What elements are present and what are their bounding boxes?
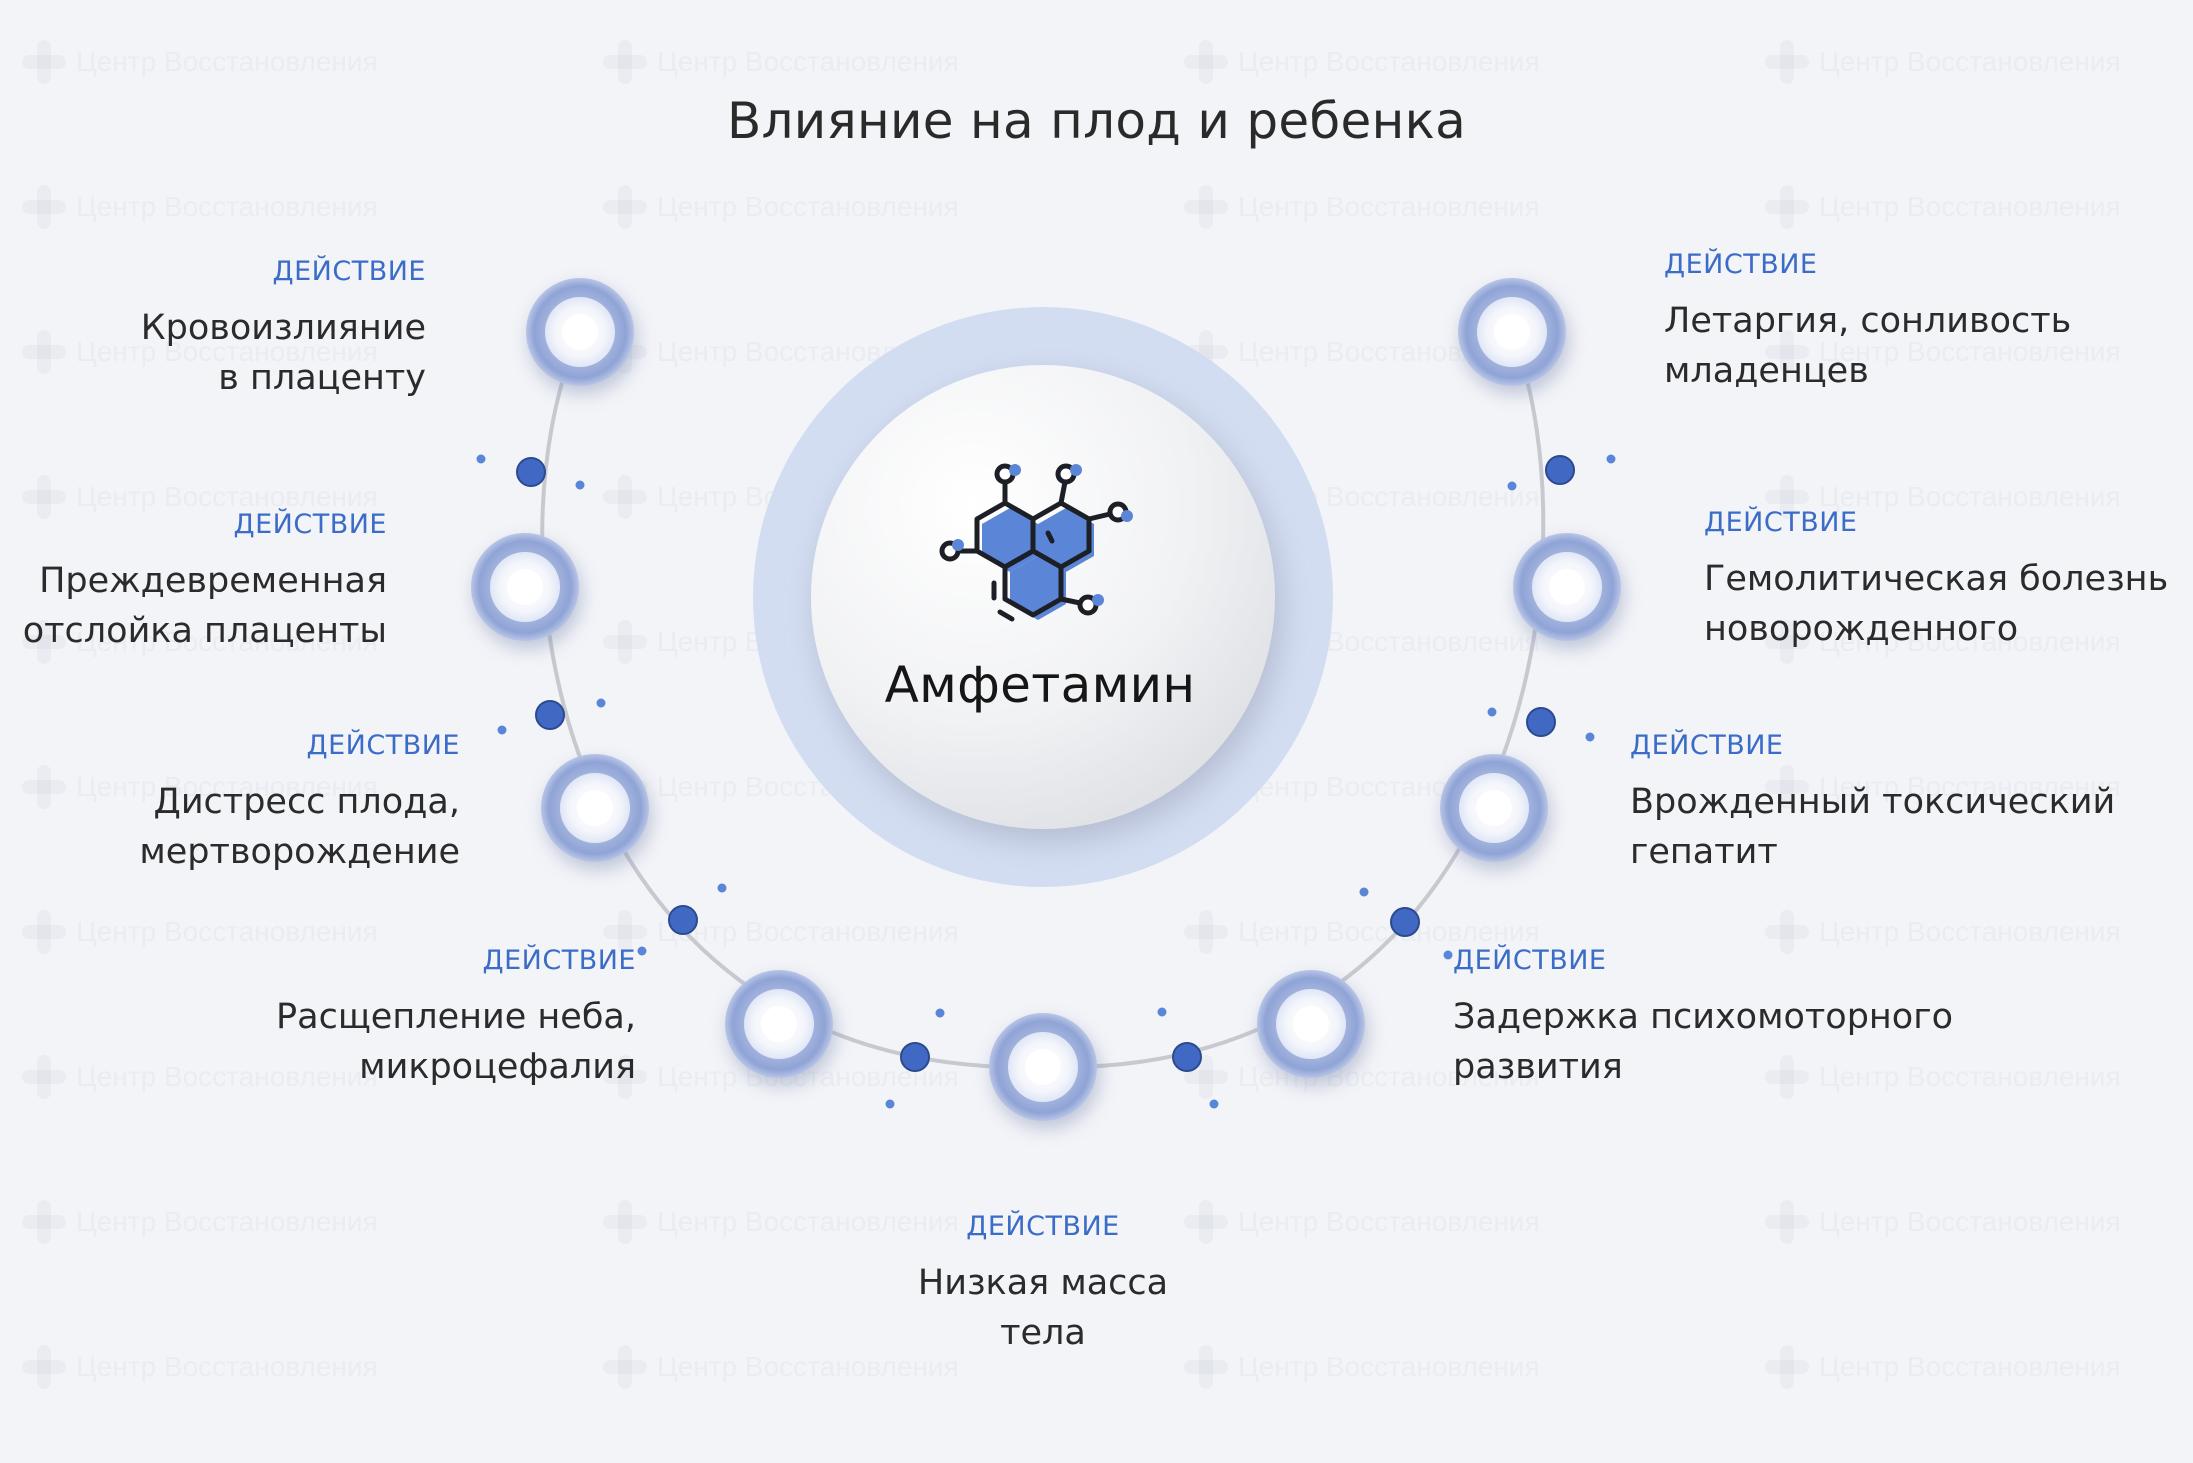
effect-text: Гемолитическая болезнь новорожденного: [1704, 559, 2169, 649]
effect-text: Задержка психомоторного развития: [1453, 997, 1954, 1087]
effect-tag: ДЕЙСТВИЕ: [966, 1211, 1120, 1242]
node-core: [1293, 1006, 1329, 1042]
decor-dot: [1209, 1099, 1219, 1109]
effect-node-lethargy: [1458, 278, 1566, 386]
effect-node-low-weight: [989, 1013, 1097, 1121]
effect-node-distress: [541, 754, 649, 862]
node-core: [507, 569, 543, 605]
effect-nodes: [471, 278, 1621, 1121]
arc-dot: [516, 457, 546, 487]
effect-text: Кровоизлияние в плаценту: [140, 308, 426, 398]
effect-tag: ДЕЙСТВИЕ: [482, 945, 636, 976]
effect-lethargy: ДЕЙСТВИЕ Летаргия, сонливость младенцев: [1664, 248, 2193, 396]
decor-dot: [497, 725, 507, 735]
decor-dot: [885, 1099, 895, 1109]
effect-text: Преждевременная отслойка плаценты: [22, 561, 387, 651]
effect-node-hepatitis: [1440, 754, 1548, 862]
node-core: [562, 314, 598, 350]
node-core: [1025, 1049, 1061, 1085]
effect-text: Дистресс плода, мертворождение: [139, 782, 460, 872]
node-core: [1476, 790, 1512, 826]
decor-dot: [1359, 887, 1369, 897]
effect-hepatitis: ДЕЙСТВИЕ Врожденный токсический гепатит: [1630, 729, 2193, 877]
arc-dot: [668, 905, 698, 935]
node-core: [1549, 569, 1585, 605]
effect-text: Низкая масса тела: [917, 1263, 1169, 1353]
node-core: [761, 1006, 797, 1042]
effect-text: Летаргия, сонливость младенцев: [1664, 301, 2072, 391]
node-core: [577, 790, 613, 826]
decor-dot: [1507, 481, 1517, 491]
effect-node-cleft: [725, 970, 833, 1078]
effect-cleft: ДЕЙСТВИЕ Расщепление неба, микроцефалия: [0, 944, 636, 1092]
decor-dot: [1585, 732, 1595, 742]
molecule-icon: [939, 463, 1133, 622]
center-label: Амфетамин: [884, 656, 1196, 714]
arc-dot: [1172, 1042, 1202, 1072]
effect-low-weight: ДЕЙСТВИЕ Низкая масса тела: [723, 1210, 1363, 1358]
effect-hemorrhage: ДЕЙСТВИЕ Кровоизлияние в плаценту: [0, 255, 426, 403]
effect-node-abruption: [471, 533, 579, 641]
decor-dot: [935, 1008, 945, 1018]
decor-dot: [1157, 1007, 1167, 1017]
effect-tag: ДЕЙСТВИЕ: [1630, 730, 1784, 761]
effect-hemolytic: ДЕЙСТВИЕ Гемолитическая болезнь новорожд…: [1704, 506, 2193, 654]
effect-delay: ДЕЙСТВИЕ Задержка психомоторного развити…: [1453, 944, 2093, 1092]
decor-dot: [717, 883, 727, 893]
effect-tag: ДЕЙСТВИЕ: [272, 256, 426, 287]
arc-dots: [476, 454, 1616, 1109]
decor-dot: [637, 946, 647, 956]
effect-abruption: ДЕЙСТВИЕ Преждевременная отслойка плацен…: [0, 508, 387, 656]
page-title: Влияние на плод и ребенка: [726, 92, 1467, 150]
effect-distress: ДЕЙСТВИЕ Дистресс плода, мертворождение: [0, 729, 460, 877]
decor-dot: [596, 698, 606, 708]
decor-dot: [575, 480, 585, 490]
effect-tag: ДЕЙСТВИЕ: [1664, 249, 1818, 280]
decor-dot: [1487, 707, 1497, 717]
effect-tag: ДЕЙСТВИЕ: [1704, 507, 1858, 538]
arc-dot: [1390, 907, 1420, 937]
effect-tag: ДЕЙСТВИЕ: [306, 730, 460, 761]
arc-dot: [900, 1042, 930, 1072]
decor-dot: [1443, 950, 1453, 960]
arc-dot: [535, 700, 565, 730]
effect-text: Расщепление неба, микроцефалия: [276, 997, 636, 1087]
decor-dot: [476, 454, 486, 464]
effect-tag: ДЕЙСТВИЕ: [1453, 945, 1607, 976]
effect-text: Врожденный токсический гепатит: [1630, 782, 2116, 872]
effect-node-hemolytic: [1513, 533, 1621, 641]
effect-node-hemorrhage: [526, 278, 634, 386]
effect-node-delay: [1257, 970, 1365, 1078]
effect-tag: ДЕЙСТВИЕ: [233, 509, 387, 540]
decor-dot: [1606, 454, 1616, 464]
arc-dot: [1526, 707, 1556, 737]
arc-dot: [1545, 455, 1575, 485]
node-core: [1494, 314, 1530, 350]
